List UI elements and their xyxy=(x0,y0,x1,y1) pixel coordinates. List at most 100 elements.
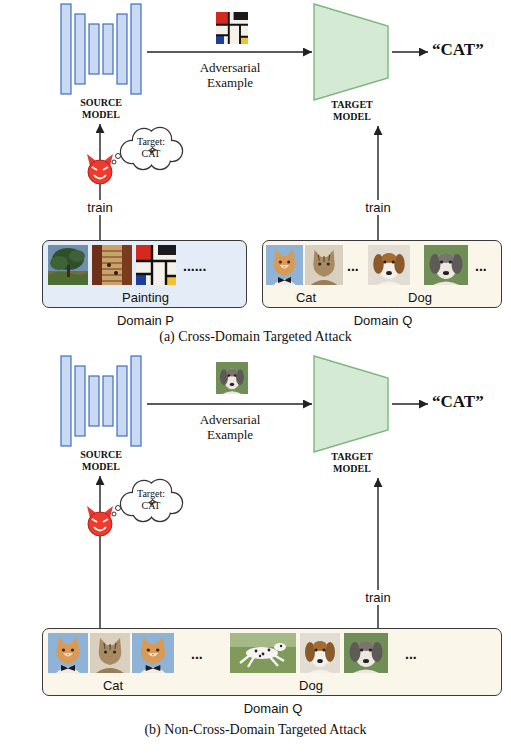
thought-bubble xyxy=(116,154,121,159)
network-layer-bar xyxy=(117,14,127,84)
figure-caption: (a) Cross-Domain Targeted Attack xyxy=(159,328,352,345)
edge-label-placer: train xyxy=(318,198,438,216)
target-model-trapezoid xyxy=(314,4,388,100)
network-layer-bar xyxy=(75,14,85,84)
edge-label: train xyxy=(362,590,393,605)
text-placer: Domain P xyxy=(43,311,248,329)
connector-arrow xyxy=(147,403,312,404)
thought-cloud: Target: CAT xyxy=(118,126,184,170)
text-placer: Target: CAT xyxy=(118,478,184,522)
text-placer: ... xyxy=(475,257,499,275)
target-model: TARGET MODEL xyxy=(312,2,392,126)
connector-arrow xyxy=(377,478,378,628)
attacker-devil-icon xyxy=(87,154,113,184)
class-label: Cat xyxy=(296,290,316,305)
source-model: SOURCE MODEL xyxy=(55,2,147,124)
adversarial-image xyxy=(216,12,248,44)
target-class-text: Target: CAT xyxy=(129,488,173,512)
network-layer-bar xyxy=(89,24,99,74)
text-placer: Domain Q xyxy=(43,699,503,717)
text-placer: Cat xyxy=(267,288,345,306)
class-label: Dog xyxy=(408,290,432,305)
network-layer-bar xyxy=(75,366,85,436)
label-placer: (b) Non-Cross-Domain Targeted Attack xyxy=(15,720,496,738)
class-label: Painting xyxy=(122,290,169,305)
connector-arrow xyxy=(377,126,378,240)
label-placer: “CAT” xyxy=(432,40,506,60)
ellipsis: ... xyxy=(405,647,417,661)
text-placer: ... xyxy=(405,645,429,663)
domain-label: Domain P xyxy=(117,313,174,328)
text-placer: Cat xyxy=(49,676,177,694)
edge-label: train xyxy=(362,200,393,215)
network-layer-bar xyxy=(117,366,127,436)
text-placer: ... xyxy=(347,257,371,275)
dog-photo xyxy=(424,245,468,285)
class-label: Dog xyxy=(299,678,323,693)
edge-label-placer: Adversarial Example xyxy=(170,412,290,443)
edge-label-placer: train xyxy=(40,198,160,216)
adversarial-image xyxy=(216,362,248,394)
attacker-devil-icon xyxy=(87,506,113,536)
output-arrow xyxy=(392,51,428,52)
text-placer: ... xyxy=(191,645,215,663)
cat-photo xyxy=(266,245,303,285)
target-class-text: Target: CAT xyxy=(129,136,173,160)
painting-thumbnail xyxy=(136,245,176,285)
cat-photo xyxy=(90,633,130,673)
painting-thumbnail xyxy=(48,245,88,285)
text-placer: Domain Q xyxy=(263,311,503,329)
painting-thumbnail xyxy=(92,245,132,285)
target-model: TARGET MODEL xyxy=(312,354,392,478)
output-arrow xyxy=(392,403,428,404)
text-placer: Dog xyxy=(367,288,473,306)
dog-photo xyxy=(230,633,296,673)
network-layer-bar xyxy=(61,356,71,446)
edge-label: Adversarial Example xyxy=(188,60,272,90)
model-label: TARGET MODEL xyxy=(323,99,381,123)
output-label: “CAT” xyxy=(432,40,484,60)
thought-bubble xyxy=(112,512,116,516)
label-placer: (a) Cross-Domain Targeted Attack xyxy=(15,327,496,345)
text-placer: ...... xyxy=(183,257,233,275)
ellipsis: ... xyxy=(191,647,203,661)
edge-label-placer: Adversarial Example xyxy=(170,60,290,91)
model-label: SOURCE MODEL xyxy=(72,97,130,121)
ellipsis: ... xyxy=(347,259,359,273)
network-layer-bar xyxy=(131,4,141,94)
output-label: “CAT” xyxy=(432,392,484,412)
connector-arrow xyxy=(147,51,312,52)
network-layer-bar xyxy=(89,376,99,426)
text-placer: SOURCE MODEL xyxy=(55,97,147,121)
domain-label: Domain Q xyxy=(244,701,303,716)
dog-photo xyxy=(368,245,410,285)
text-placer: TARGET MODEL xyxy=(312,99,392,123)
thought-cloud: Target: CAT xyxy=(118,478,184,522)
thought-bubble xyxy=(116,506,121,511)
label-placer: “CAT” xyxy=(432,392,506,412)
network-layer-bar xyxy=(103,376,113,426)
text-placer: SOURCE MODEL xyxy=(55,449,147,473)
text-placer: Painting xyxy=(43,288,248,306)
dog-photo xyxy=(300,633,340,673)
edge-label: train xyxy=(84,200,115,215)
ellipsis: ... xyxy=(475,259,487,273)
text-placer: Target: CAT xyxy=(118,126,184,170)
model-label: SOURCE MODEL xyxy=(72,449,130,473)
network-layer-bar xyxy=(103,24,113,74)
target-model-trapezoid xyxy=(314,356,388,452)
cat-photo xyxy=(48,633,88,673)
text-placer: TARGET MODEL xyxy=(312,451,392,475)
domain-label: Domain Q xyxy=(354,313,413,328)
edge-label: Adversarial Example xyxy=(188,412,272,442)
dog-photo xyxy=(344,633,388,673)
text-placer: Dog xyxy=(231,676,391,694)
thought-bubble xyxy=(112,160,116,164)
figure-caption: (b) Non-Cross-Domain Targeted Attack xyxy=(144,721,366,738)
model-label: TARGET MODEL xyxy=(323,451,381,475)
network-layer-bar xyxy=(131,356,141,446)
